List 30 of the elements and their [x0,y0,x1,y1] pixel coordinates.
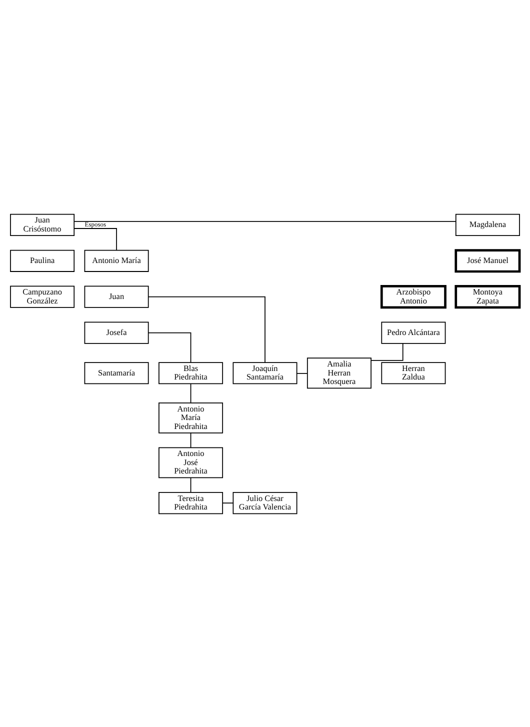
node-box: Santamaría [84,362,149,384]
node-box: Paulina [10,249,75,272]
node-box: José Manuel [454,248,521,272]
node-box: Blas Piedrahita [158,362,224,384]
node-box: Antonio María Piedrahita [158,402,224,433]
connector [190,476,192,492]
connector [148,296,266,362]
node-box: Antonio José Piedrahita [158,446,224,478]
connector [148,332,192,362]
node-box: Josefa [84,321,149,344]
node-box: Juan [84,285,149,308]
connector [296,372,308,374]
node-box: Joaquín Santamaría [232,362,298,384]
connector [370,342,404,360]
connector [74,220,456,222]
node-box: Juan Crisóstomo [10,213,75,236]
node-box: Campuzano González [10,285,75,308]
node-box: Arzobispo Antonio [380,284,446,308]
node-box: Julio César García Valencia [232,492,298,514]
node-box: Amalia Herran Mosquera [306,357,372,388]
connector [74,228,117,250]
connector [190,382,192,403]
connector [222,502,234,503]
node-box: Antonio María [84,249,149,272]
node-box: Herran Zaldua [381,362,446,384]
node-box: Montoya Zapata [454,284,521,308]
connector [190,432,192,448]
node-box: Teresita Piedrahita [158,492,224,514]
node-box: Pedro Alcántara [381,321,446,344]
node-box: Magdalena [455,213,520,236]
